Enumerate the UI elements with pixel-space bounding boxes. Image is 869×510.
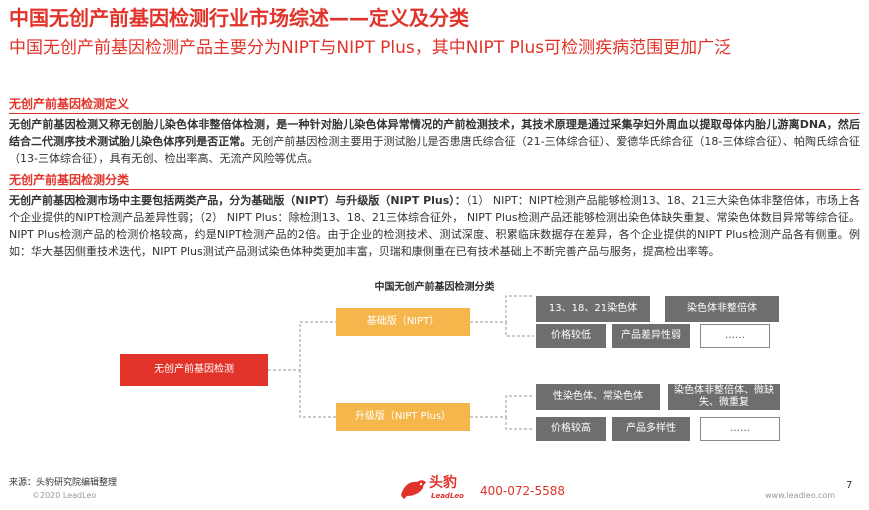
connector-root-plus bbox=[299, 370, 336, 418]
plus-item-label: …… bbox=[730, 423, 750, 434]
page-number: 7 bbox=[846, 480, 853, 491]
basic-item-label: 染色体非整倍体 bbox=[687, 303, 757, 314]
diagram-root-node: 无创产前基因检测 bbox=[120, 354, 268, 386]
plus-item-label: 染色体非整倍体、微缺失、微重复 bbox=[674, 385, 774, 408]
connector-basic-bottom bbox=[505, 322, 534, 337]
classification-normal-text: （1） NIPT：NIPT检测产品能够检测13、18、21三大染色体非整倍体，市… bbox=[9, 194, 860, 258]
definition-divider bbox=[9, 113, 860, 114]
basic-item-label: 价格较低 bbox=[551, 330, 591, 341]
plus-item-more: …… bbox=[700, 417, 780, 441]
definition-paragraph: 无创产前基因检测又称无创胎儿染色体非整倍体检测，是一种针对胎儿染色体异常情况的产… bbox=[9, 116, 860, 167]
connector-plus-bottom bbox=[505, 417, 534, 430]
plus-item-label: 价格较高 bbox=[551, 423, 591, 434]
diagram-root-label: 无创产前基因检测 bbox=[154, 364, 234, 375]
basic-item-difference: 产品差异性弱 bbox=[612, 324, 690, 348]
basic-item-more: …… bbox=[700, 324, 770, 348]
leopard-icon bbox=[401, 480, 426, 499]
page-subtitle: 中国无创产前基因检测产品主要分为NIPT与NIPT Plus，其中NIPT Pl… bbox=[9, 38, 732, 58]
connector-root-basic bbox=[268, 321, 336, 371]
plus-item-diversity: 产品多样性 bbox=[612, 417, 690, 441]
definition-heading: 无创产前基因检测定义 bbox=[9, 97, 130, 111]
copyright: ©2020 LeadLeo bbox=[32, 491, 97, 500]
logo-brand-en: LeadLeo bbox=[431, 492, 464, 500]
leadleo-logo: 头豹 LeadLeo bbox=[398, 474, 472, 502]
classification-heading: 无创产前基因检测分类 bbox=[9, 173, 130, 187]
logo-brand-cn: 头豹 bbox=[429, 475, 457, 491]
plus-item-label: 产品多样性 bbox=[626, 423, 676, 434]
plus-item-price: 价格较高 bbox=[536, 417, 606, 441]
definition-bold-text: 无创产前基因检测又称无创胎儿染色体非整倍体检测，是一种针对胎儿染色体异常情况的产… bbox=[9, 118, 860, 148]
definition-normal-text: 无创产前基因检测主要用于测试胎儿是否患唐氏综合征（21-三体综合征）、爱德华氏综… bbox=[9, 135, 860, 165]
basic-item-price: 价格较低 bbox=[536, 324, 606, 348]
plus-item-aneuploidy: 染色体非整倍体、微缺失、微重复 bbox=[668, 384, 780, 410]
page-title: 中国无创产前基因检测行业市场综述——定义及分类 bbox=[9, 6, 469, 30]
diagram-basic-label: 基础版（NIPT） bbox=[366, 316, 440, 327]
basic-item-label: 13、18、21染色体 bbox=[548, 303, 638, 314]
diagram-title: 中国无创产前基因检测分类 bbox=[374, 282, 495, 293]
connector-plus-top bbox=[470, 395, 534, 418]
basic-item-aneuploidy: 染色体非整倍体 bbox=[665, 296, 779, 322]
connector-basic-top bbox=[470, 295, 534, 323]
basic-item-label: …… bbox=[725, 330, 745, 341]
diagram-plus-label: 升级版（NIPT Plus） bbox=[354, 411, 452, 422]
basic-item-label: 产品差异性弱 bbox=[621, 330, 681, 341]
basic-item-chromosomes: 13、18、21染色体 bbox=[536, 296, 650, 322]
plus-item-label: 性染色体、常染色体 bbox=[553, 391, 643, 402]
source-note: 来源：头豹研究院编辑整理 bbox=[9, 478, 118, 488]
classification-paragraph: 无创产前基因检测市场中主要包括两类产品，分为基础版（NIPT）与升级版（NIPT… bbox=[9, 192, 860, 260]
diagram-basic-node: 基础版（NIPT） bbox=[336, 308, 470, 336]
website: www.leadleo.com bbox=[765, 491, 836, 500]
phone-number: 400-072-5588 bbox=[480, 484, 566, 498]
classification-bold-text: 无创产前基因检测市场中主要包括两类产品，分为基础版（NIPT）与升级版（NIPT… bbox=[9, 194, 466, 207]
classification-divider bbox=[9, 189, 860, 190]
diagram-plus-node: 升级版（NIPT Plus） bbox=[336, 403, 470, 431]
plus-item-chromosomes: 性染色体、常染色体 bbox=[536, 384, 660, 410]
